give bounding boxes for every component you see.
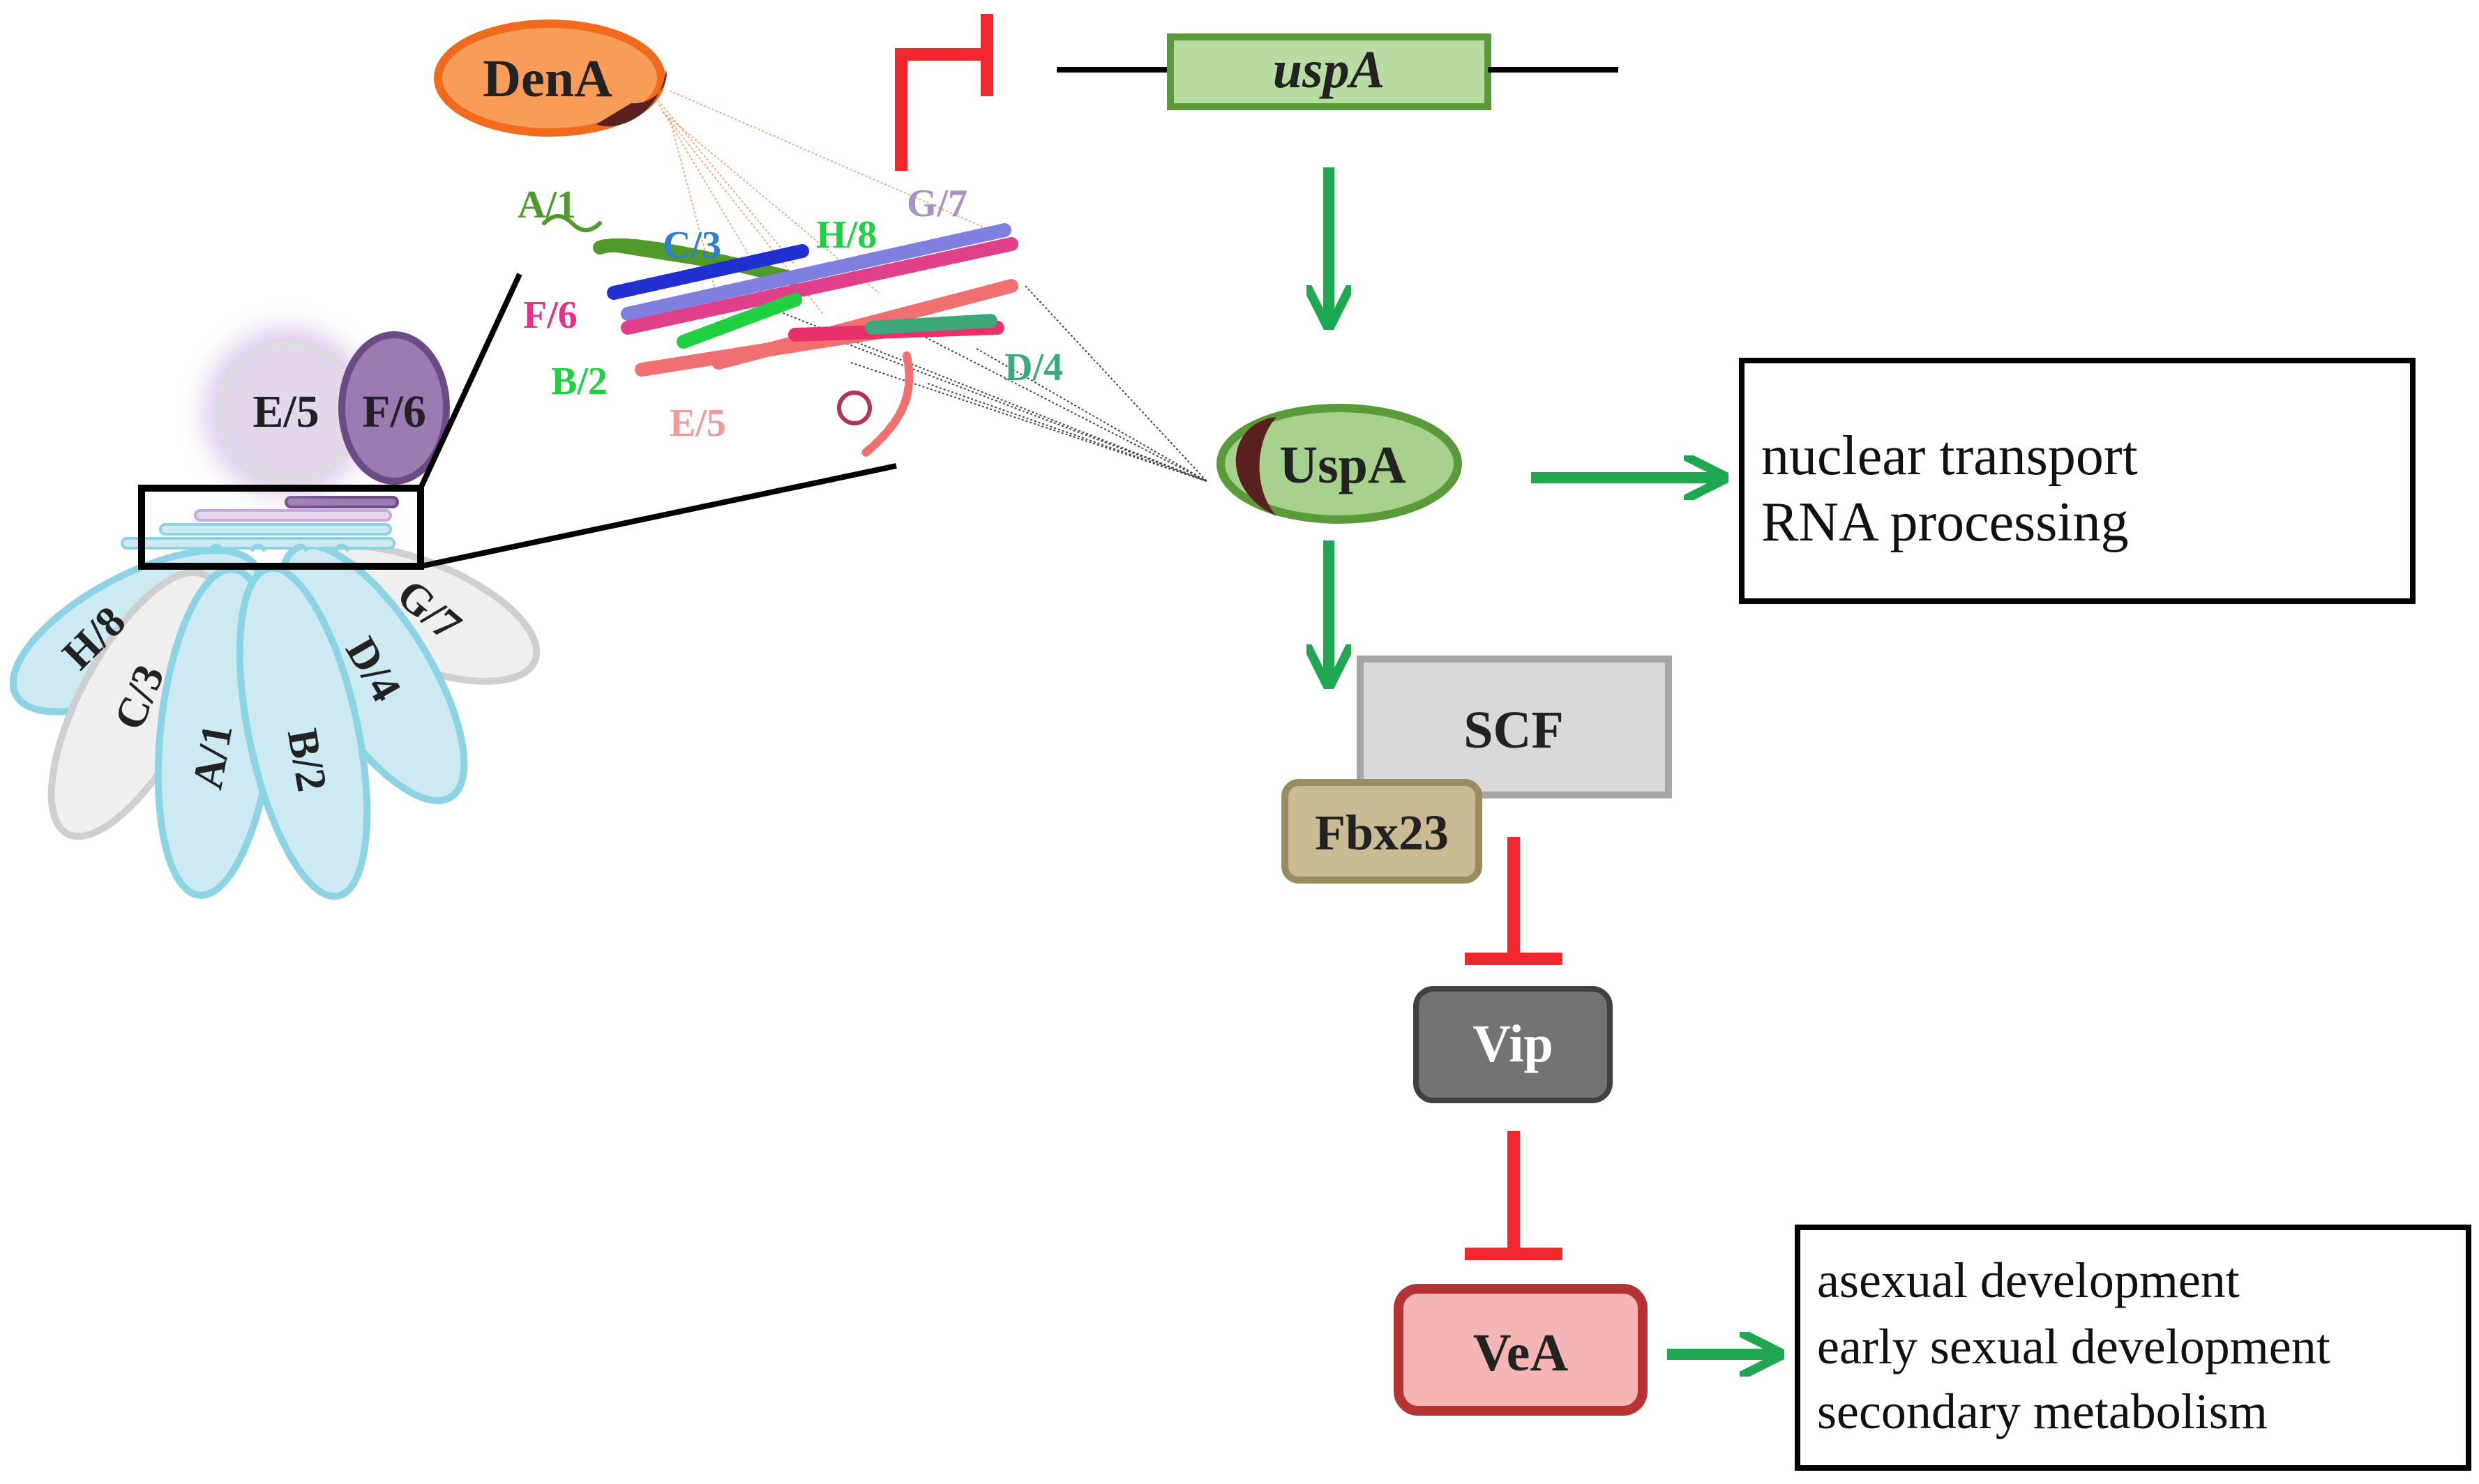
structure-label-h8: H/8 <box>816 213 877 257</box>
outcome-uspa-line1: nuclear transport <box>1761 425 2138 487</box>
subunit-label-f6: F/6 <box>362 386 426 437</box>
zoom-line-bottom <box>420 463 897 569</box>
dena-label: DenA <box>483 50 612 108</box>
outcome-box-vea: asexual development early sexual develop… <box>1795 1225 2471 1471</box>
uspa-gene-label: uspA <box>1273 40 1385 99</box>
uspa-gene: uspA <box>895 14 1618 171</box>
outcome-uspa-line2: RNA processing <box>1761 492 2129 553</box>
outcome-vea-line1: asexual development <box>1817 1252 2240 1308</box>
dena-node: DenA <box>434 20 667 137</box>
scf-node: SCF <box>1357 656 1672 798</box>
helix-bundle <box>121 496 399 552</box>
structure-label-c3: C/3 <box>663 224 721 267</box>
structure-label-f6: F/6 <box>523 294 578 337</box>
uspa-label: UspA <box>1279 436 1406 494</box>
blade-label-b2: B/2 <box>278 725 336 795</box>
blade-label-a1: A/1 <box>183 720 241 792</box>
zoom-line-top <box>418 273 522 490</box>
structure-label-d4: D/4 <box>1004 346 1063 389</box>
fbx23-node: Fbx23 <box>1281 779 1482 884</box>
inhibit-fbx23-vip <box>1465 837 1562 965</box>
vea-label: VeA <box>1473 1324 1569 1382</box>
subunit-f6 <box>338 331 450 485</box>
structure-label-g7: G/7 <box>907 182 967 225</box>
subunit-label-e5: E/5 <box>253 386 319 437</box>
outcome-vea-line2: early sexual development <box>1817 1319 2330 1375</box>
uspa-node: UspA <box>1216 404 1462 524</box>
inhibit-vip-vea <box>1465 1131 1562 1260</box>
structure-label-a1: A/1 <box>518 183 576 227</box>
csn-structure-model: A/1 C/3 H/8 G/7 F/6 B/2 E/5 D/4 <box>518 90 1207 482</box>
structure-label-b2: B/2 <box>551 360 608 403</box>
outcome-box-uspa: nuclear transport RNA processing <box>1739 358 2416 604</box>
vip-node: Vip <box>1413 986 1613 1103</box>
fbx23-label: Fbx23 <box>1315 805 1449 861</box>
dena-inhibition-promoter <box>895 14 993 171</box>
zoom-box <box>138 485 424 570</box>
vea-node: VeA <box>1394 1284 1648 1416</box>
outcome-vea-line3: secondary metabolism <box>1817 1384 2268 1439</box>
structure-label-e5: E/5 <box>670 402 726 445</box>
scf-label: SCF <box>1463 701 1564 759</box>
csn-complex: H/8 C/3 A/1 B/2 D/4 G/7 E/5 F/6 <box>9 273 897 900</box>
vip-label: Vip <box>1472 1015 1553 1073</box>
